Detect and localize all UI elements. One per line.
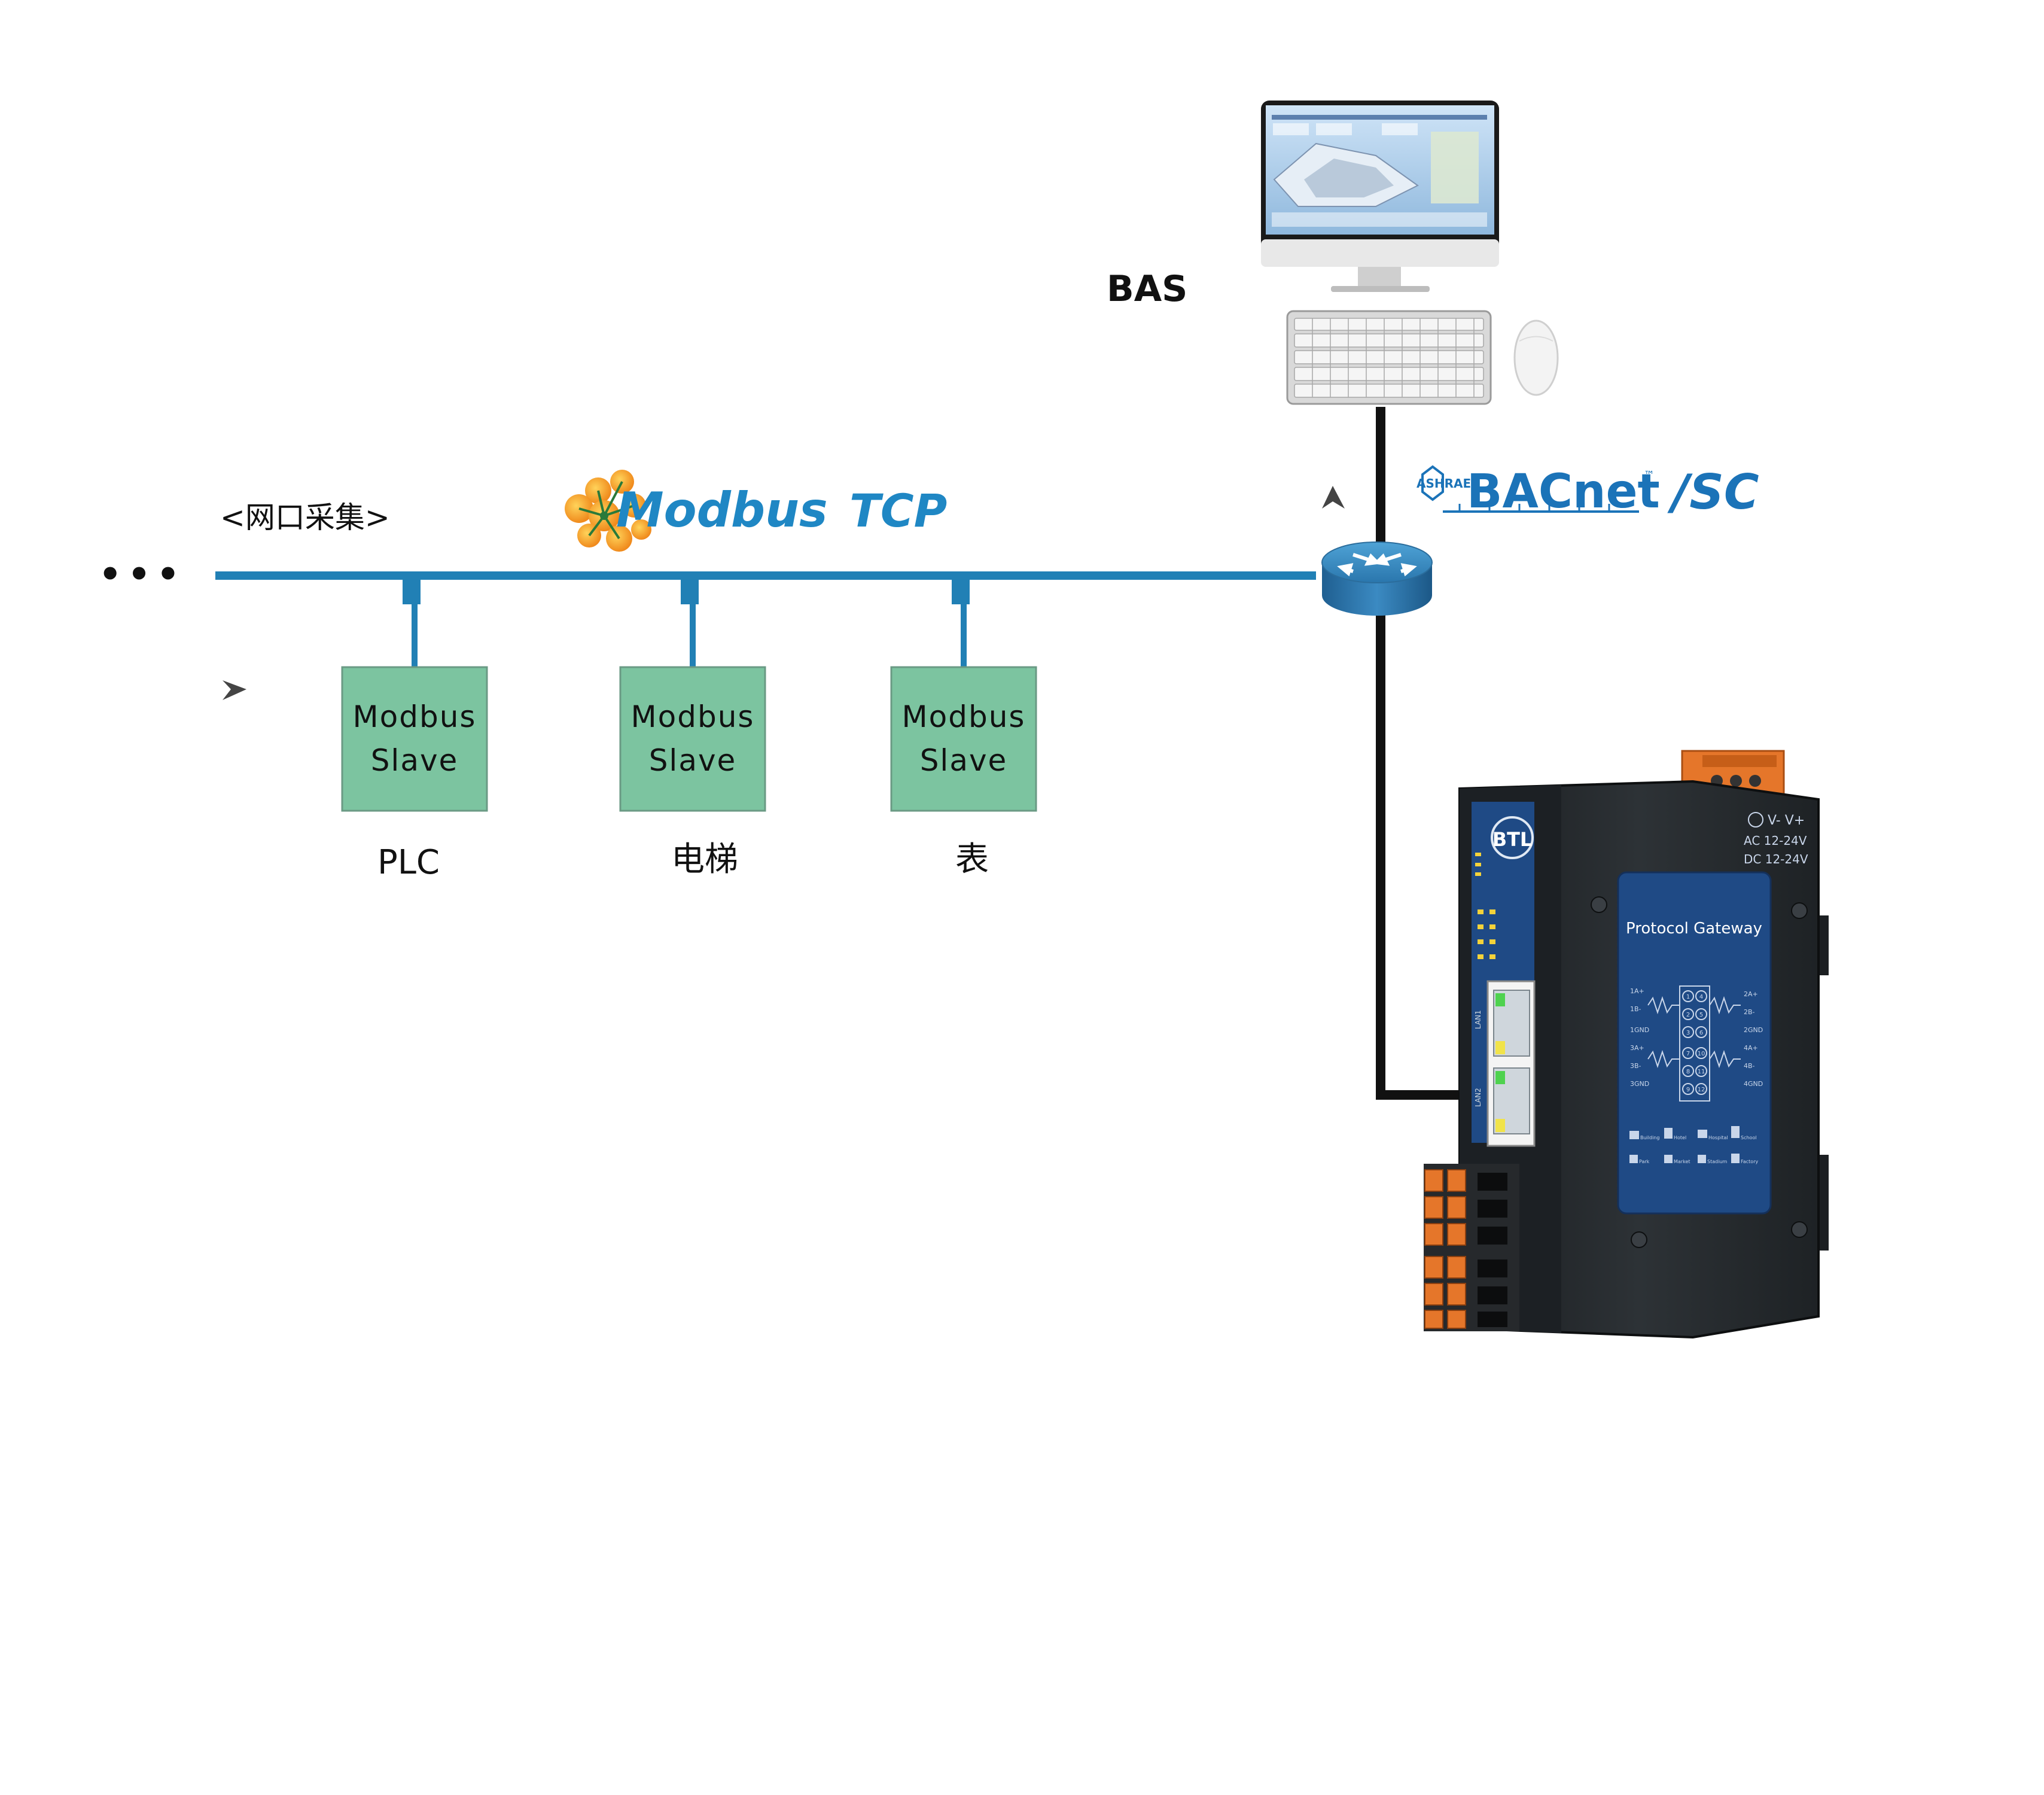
- gateway-title: Protocol Gateway: [1626, 920, 1762, 938]
- btl-logo: BTL: [1491, 816, 1534, 859]
- tcp-text: TCP: [849, 484, 947, 537]
- application-icons: Building Hotel Hospital School Park Mark…: [1629, 1126, 1758, 1164]
- school-icon: [1731, 1126, 1740, 1138]
- pin-right-label: 4B-: [1744, 1062, 1755, 1070]
- pin-left-label: 1A+: [1630, 987, 1644, 995]
- park-icon: [1629, 1155, 1638, 1163]
- btl-logo-text: BTL: [1492, 828, 1533, 851]
- bas-label: BAS: [1107, 268, 1187, 310]
- slave-line1: Modbus: [902, 699, 1026, 734]
- pin-right-label: 2GND: [1744, 1026, 1763, 1034]
- slave-elevator: Modbus Slave 电梯: [619, 666, 766, 879]
- pin-number: 11: [1698, 1069, 1705, 1075]
- ground-icon: [1748, 812, 1763, 827]
- device-label: 电梯: [671, 840, 738, 879]
- monitor-icon: [1261, 101, 1499, 292]
- bacnet-sc-logo: ASHRAE BACnet ™ /SC: [1417, 464, 1759, 520]
- sc-text: /SC: [1667, 464, 1759, 520]
- lan1-label: LAN1: [1474, 1010, 1482, 1029]
- pin-right-label: 2A+: [1744, 990, 1758, 998]
- slave-line1: Modbus: [631, 699, 755, 734]
- lan2-label: LAN2: [1474, 1088, 1482, 1107]
- bacnet-brand-text: BACnet: [1467, 465, 1660, 519]
- pin-number: 5: [1699, 1012, 1703, 1018]
- dc-voltage-label: DC 12-24V: [1744, 852, 1808, 866]
- slave-line2: Slave: [649, 743, 737, 778]
- modbus-tcp-logo: Modbus TCP: [565, 470, 947, 552]
- pin-number: 3: [1686, 1030, 1690, 1036]
- pin-left-label: 3A+: [1630, 1044, 1644, 1052]
- status-leds: [1475, 853, 1495, 959]
- market-icon: [1664, 1155, 1673, 1163]
- icon-label: Building: [1640, 1135, 1659, 1140]
- pin-right-label: 4GND: [1744, 1080, 1763, 1088]
- pin-left-label: 3B-: [1630, 1062, 1641, 1070]
- keyboard-icon: [1286, 310, 1492, 405]
- pin-number: 8: [1686, 1069, 1690, 1075]
- pin-number: 10: [1698, 1051, 1705, 1057]
- slave-box: [890, 666, 1037, 812]
- trademark-mark: ™: [1644, 469, 1655, 482]
- modbus-molecule-icon: [565, 470, 651, 552]
- pin-left-label: 3GND: [1630, 1080, 1649, 1088]
- factory-icon: [1731, 1154, 1740, 1163]
- mouse-icon: [1513, 320, 1559, 396]
- stadium-icon: [1698, 1155, 1706, 1163]
- protocol-gateway-device: BTL LAN1 LAN2: [1424, 750, 1829, 1339]
- pin-number: 2: [1686, 1012, 1690, 1018]
- icon-label: Hotel: [1674, 1135, 1686, 1140]
- collection-label: <网口采集>: [220, 500, 390, 535]
- hospital-icon: [1698, 1130, 1707, 1138]
- slave-line2: Slave: [920, 743, 1008, 778]
- hotel-icon: [1664, 1128, 1673, 1139]
- up-arrow-icon: [1322, 486, 1345, 509]
- pin-left-label: 1GND: [1630, 1026, 1649, 1034]
- slave-meter: Modbus Slave 表: [890, 666, 1037, 879]
- icon-label: Park: [1639, 1159, 1650, 1164]
- icon-label: Factory: [1741, 1159, 1758, 1164]
- power-labels: V- V+ AC 12-24V DC 12-24V: [1744, 812, 1808, 866]
- pin-number: 6: [1699, 1030, 1703, 1036]
- slave-plc: Modbus Slave PLC: [341, 666, 488, 882]
- router-icon: [1321, 541, 1433, 616]
- slave-line1: Modbus: [353, 699, 477, 734]
- pin-legend: 1A+ 1B- 1GND 3A+ 3B- 3GND 2A+ 2B- 2GND 4…: [1630, 987, 1763, 1088]
- ashrae-text: ASHRAE: [1417, 476, 1471, 491]
- slave-box: [619, 666, 766, 812]
- slave-line2: Slave: [371, 743, 459, 778]
- icon-label: Hospital: [1708, 1135, 1728, 1140]
- pin-header: 1 4 2 5 3 6 7 10 8 11 9 12: [1647, 985, 1741, 1102]
- icon-label: School: [1741, 1135, 1757, 1140]
- icon-label: Stadium: [1707, 1159, 1727, 1164]
- building-icon: [1629, 1131, 1639, 1139]
- rs485-terminal-blocks: [1424, 1164, 1519, 1331]
- pin-number: 9: [1686, 1087, 1690, 1093]
- modbus-brand-text: Modbus: [616, 482, 828, 538]
- pin-right-label: 4A+: [1744, 1044, 1758, 1052]
- slave-box: [341, 666, 488, 812]
- modbus-bus: [215, 571, 1316, 667]
- device-label: 表: [955, 840, 989, 879]
- power-pin-label: V- V+: [1768, 813, 1805, 828]
- ethernet-ports: LAN1 LAN2: [1474, 980, 1536, 1147]
- pointer-arrow-icon: [223, 680, 246, 700]
- pin-number: 4: [1699, 994, 1703, 1000]
- icon-label: Market: [1674, 1159, 1690, 1164]
- ashrae-badge-icon: [1421, 465, 1444, 501]
- bus-continuation-ellipsis: •••: [99, 553, 185, 595]
- screws: [1591, 896, 1808, 1248]
- pin-number: 1: [1686, 994, 1690, 1000]
- pin-number: 7: [1686, 1051, 1690, 1057]
- pin-right-label: 2B-: [1744, 1008, 1755, 1016]
- pin-left-label: 1B-: [1630, 1005, 1641, 1013]
- pin-number: 12: [1698, 1087, 1705, 1093]
- ethernet-cable: [1376, 407, 1466, 1100]
- device-label: PLC: [377, 843, 440, 882]
- ac-voltage-label: AC 12-24V: [1744, 833, 1807, 848]
